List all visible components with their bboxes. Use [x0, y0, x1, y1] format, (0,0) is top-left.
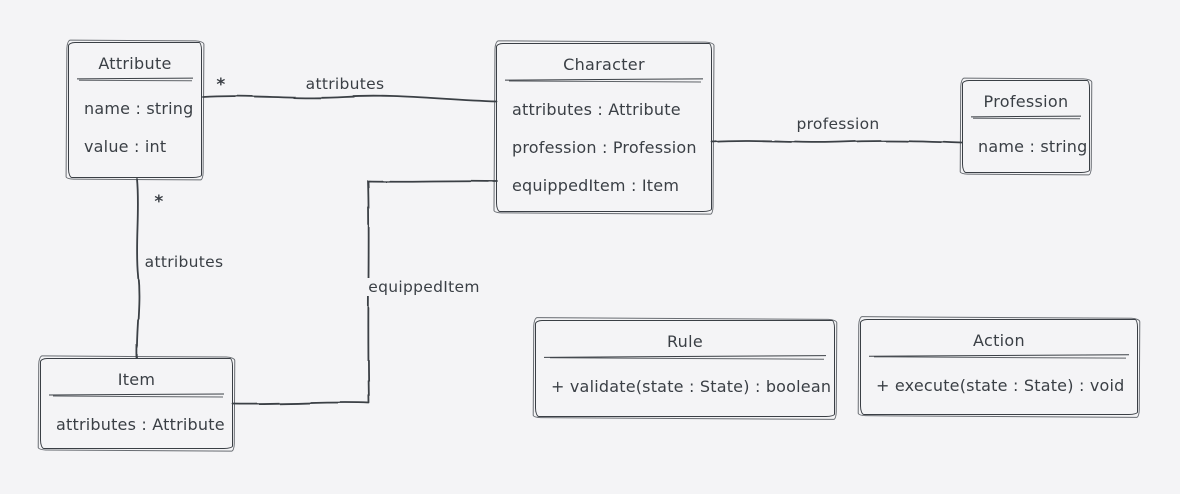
class-members: attributes : Attribute	[41, 397, 232, 443]
member-row: profession : Profession	[512, 137, 697, 157]
connection-line-attribute-item[interactable]	[135, 178, 140, 359]
connection-line-character-profession[interactable]	[711, 140, 963, 144]
member-row: equippedItem : Item	[512, 175, 680, 195]
class-members: + validate(state : State) : boolean	[536, 359, 834, 405]
class-divider	[505, 78, 703, 82]
class-title-rule: Rule	[666, 331, 704, 351]
class-divider	[869, 354, 1129, 358]
class-divider	[49, 393, 224, 397]
member-row: attributes : Attribute	[56, 414, 225, 434]
class-divider	[77, 77, 193, 81]
class-title-character: Character	[563, 54, 645, 74]
class-title-item: Item	[117, 369, 156, 389]
class-title-attribute: Attribute	[98, 53, 172, 73]
class-box-item[interactable]: Item attributes : Attribute	[40, 358, 233, 449]
member-row: + validate(state : State) : boolean	[551, 376, 832, 396]
member-row: name : string	[978, 136, 1088, 156]
connection-line-attribute-character[interactable]	[202, 95, 498, 103]
class-members: attributes : Attribute profession : Prof…	[497, 82, 711, 204]
class-members: + execute(state : State) : void	[861, 358, 1137, 404]
class-box-profession[interactable]: Profession name : string	[962, 80, 1090, 173]
class-box-action[interactable]: Action + execute(state : State) : void	[860, 319, 1138, 415]
class-box-character[interactable]: Character attributes : Attribute profess…	[496, 43, 712, 212]
class-title-profession: Profession	[983, 91, 1069, 111]
member-row: name : string	[84, 98, 194, 118]
class-divider	[544, 355, 826, 359]
class-box-rule[interactable]: Rule + validate(state : State) : boolean	[535, 320, 835, 417]
member-row: attributes : Attribute	[512, 99, 681, 119]
multiplicity-star-attributes-left: *	[154, 192, 164, 212]
member-row: + execute(state : State) : void	[876, 375, 1125, 395]
class-divider	[971, 115, 1081, 119]
connection-label-equippeditem[interactable]: equippedItem	[365, 278, 483, 296]
class-members: name : string value : int	[69, 81, 201, 165]
member-row: value : int	[84, 136, 167, 156]
class-members: name : string	[963, 119, 1089, 165]
connection-label-attributes-top[interactable]: attributes	[302, 75, 388, 93]
class-box-attribute[interactable]: Attribute name : string value : int	[68, 42, 202, 178]
connection-label-attributes-left[interactable]: attributes	[141, 253, 227, 271]
class-title-action: Action	[973, 330, 1025, 350]
multiplicity-star-attributes-top: *	[216, 75, 226, 95]
connection-label-profession[interactable]: profession	[793, 115, 883, 133]
